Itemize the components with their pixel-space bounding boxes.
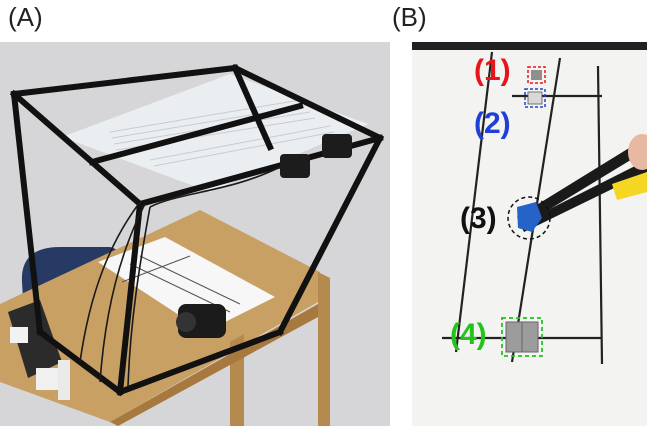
tweezers <box>517 137 647 226</box>
annotation-4: (4) <box>450 318 487 351</box>
tweezers-grip <box>612 172 647 200</box>
top-view-photo: (1) (2) (3) (4) <box>412 42 647 426</box>
object-3-circle <box>507 196 551 240</box>
object-4-box <box>501 317 543 357</box>
object-3 <box>517 202 542 232</box>
overhead-camera <box>280 154 310 178</box>
paper-sheet <box>98 237 275 332</box>
object-2-box <box>524 88 546 108</box>
plug <box>36 368 62 390</box>
annotation-2: (2) <box>474 107 511 140</box>
object-2 <box>527 91 543 105</box>
camera-lens <box>176 312 196 332</box>
panel-a-label: (A) <box>8 2 43 32</box>
annotation-3: (3) <box>460 202 497 235</box>
aluminium-frame <box>9 63 385 397</box>
panel-b-label: (B) <box>392 2 427 32</box>
table-top <box>0 210 320 422</box>
frame-edge <box>412 42 647 50</box>
annotation-1: (1) <box>474 54 511 87</box>
object-1 <box>531 70 542 80</box>
plug <box>10 327 28 343</box>
finger <box>628 134 647 170</box>
power-strip <box>8 300 62 378</box>
plug <box>58 360 70 400</box>
table-leg <box>318 272 330 426</box>
overhead-camera <box>322 134 352 158</box>
rig-photo <box>0 42 390 426</box>
top-plate <box>62 74 368 192</box>
cables <box>79 166 281 388</box>
tweezers <box>520 160 647 232</box>
object-1-box <box>527 66 546 84</box>
photo-background <box>412 42 647 426</box>
